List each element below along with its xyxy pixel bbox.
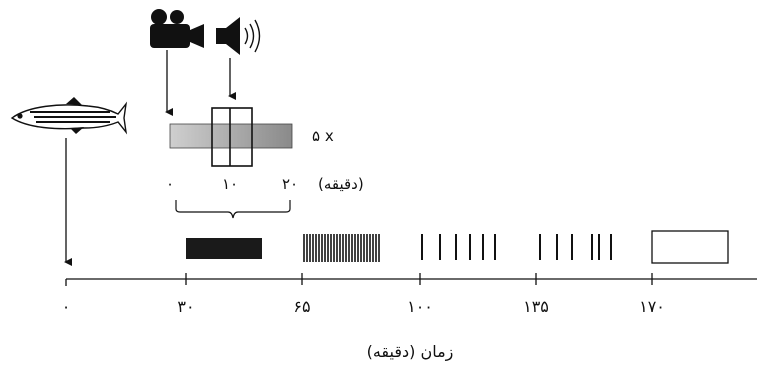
empty-event-block: [651, 230, 729, 264]
session-unit-label: (دقیقه): [318, 175, 364, 193]
session-brace: [175, 200, 291, 219]
zebrafish-icon: [10, 97, 128, 135]
dense-event-block: [186, 238, 262, 259]
event-group-135: [539, 234, 612, 260]
video-camera-icon: [150, 9, 204, 48]
axis-tick-135: ۱۳۵: [523, 297, 549, 316]
event-group-100: [421, 234, 496, 260]
speaker-icon: [216, 17, 261, 55]
session-tick-0: ۰: [166, 175, 174, 193]
session-tick-20: ۲۰: [282, 175, 298, 193]
stimulus-window-box: [211, 107, 253, 167]
repeat-label: ۵ x: [312, 127, 334, 145]
session-tick-10: ۱۰: [222, 175, 238, 193]
axis-tick-170: ۱۷۰: [639, 297, 665, 316]
axis-tick-65: ۶۵: [293, 297, 310, 316]
axis-tick-30: ۳۰: [177, 297, 194, 316]
session-bar: [169, 123, 293, 149]
event-group-65: [303, 234, 380, 262]
axis-tick-0: ۰: [62, 297, 71, 316]
axis-title: زمان (دقیقه): [367, 342, 454, 362]
axis-tick-100: ۱۰۰: [407, 297, 433, 316]
